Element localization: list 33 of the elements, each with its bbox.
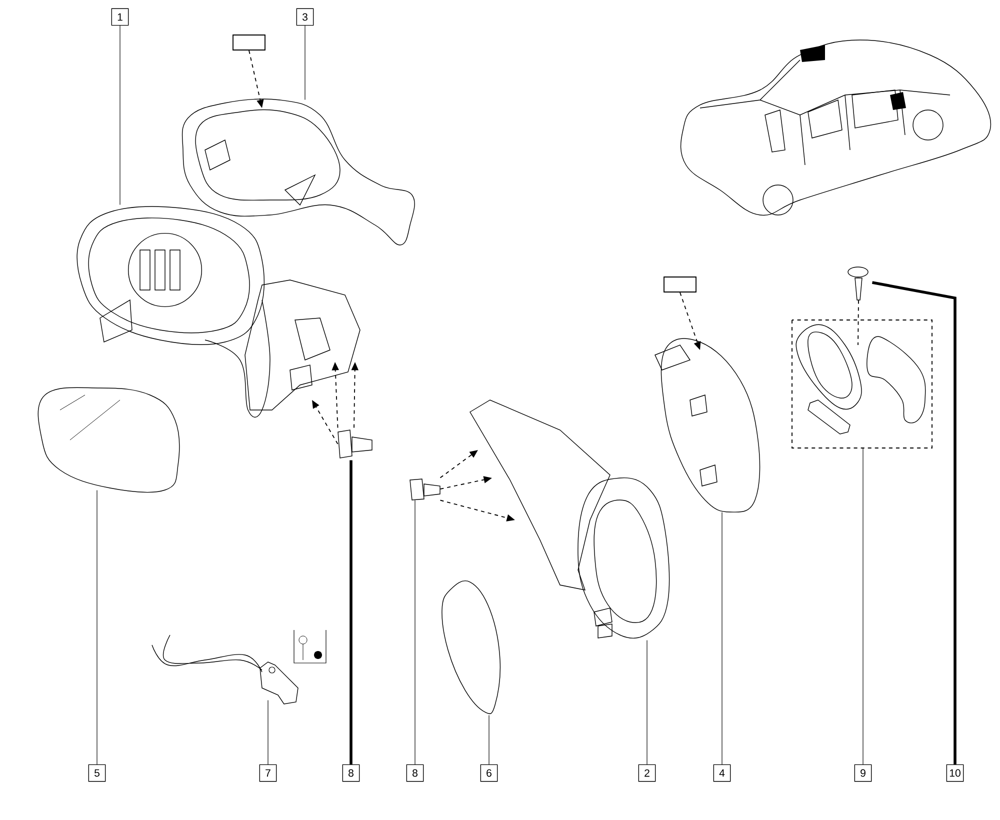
mirror-glass-drawing <box>442 580 501 714</box>
paint-icon <box>232 34 266 50</box>
paint-icon <box>664 276 696 292</box>
callout-number: 8 <box>342 764 360 782</box>
callout-number: 7 <box>259 764 277 782</box>
callout-number: 6 <box>480 764 498 782</box>
screw-drawing <box>848 266 868 300</box>
leader-line <box>872 281 956 764</box>
leader-line <box>350 460 352 764</box>
mirror-housing-drawing <box>470 400 670 639</box>
mirror-glass-drawing <box>38 387 180 493</box>
leader-line <box>96 490 98 765</box>
screw-drawing <box>338 430 372 458</box>
sensor-cable-drawing <box>152 634 298 704</box>
leader-line <box>646 640 648 765</box>
mirror-housing-drawing <box>76 206 360 418</box>
leader-line <box>862 448 864 765</box>
assembly-arrow <box>440 450 478 478</box>
leader-line <box>304 25 306 100</box>
callout-number: 2 <box>638 764 656 782</box>
repair-kit-drawing <box>792 320 932 448</box>
callout-number: 8 <box>406 764 424 782</box>
callout-number: 4 <box>713 764 731 782</box>
callout-number: 5 <box>88 764 106 782</box>
mirror-cover-drawing <box>654 338 760 512</box>
callout-number: 10 <box>946 764 964 782</box>
callout-number: 9 <box>854 764 872 782</box>
leader-line <box>414 500 416 765</box>
screw-drawing <box>410 478 440 500</box>
callout-number: 1 <box>111 8 129 26</box>
leader-line <box>488 714 490 765</box>
mirror-cover-drawing <box>182 98 415 246</box>
callout-number: 3 <box>296 8 314 26</box>
